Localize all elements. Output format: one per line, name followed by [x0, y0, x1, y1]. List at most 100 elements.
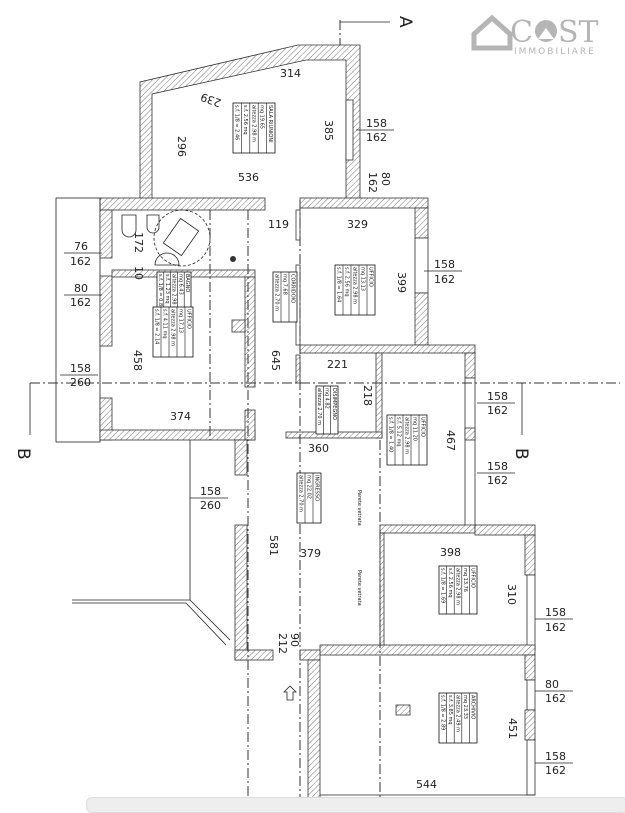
dimension-label: 360: [308, 442, 329, 455]
room-info: altezza 2.98 m: [250, 105, 256, 142]
room-info: mq 23.33: [462, 695, 468, 719]
room-label-box: [334, 264, 376, 316]
svg-text:C: C: [510, 15, 533, 50]
room-info: mq 13.13: [359, 267, 365, 291]
room-name: ARCHIVIO: [470, 695, 476, 719]
room-info: s.f. 5.12 mq: [395, 417, 401, 447]
dimension-label: 260: [70, 376, 91, 389]
dimension-label: 544: [416, 778, 437, 791]
section-lines: [29, 20, 620, 800]
dimension-label: 119: [268, 218, 289, 231]
room-info: mq 17.13: [177, 309, 183, 333]
section-b-right-label: B: [511, 448, 531, 460]
room-name: DISIMPEGNO: [331, 388, 337, 420]
dimension-label: 645: [269, 350, 282, 371]
room-info: altezza 2.98 m: [169, 309, 175, 346]
dimension-label: 158: [487, 460, 508, 473]
dimension-label: 158: [200, 485, 221, 498]
dimension-label: 398: [440, 546, 461, 559]
room-label-box: [232, 102, 276, 154]
room-info: mq 13.76: [462, 568, 468, 592]
dimension-label: 158: [545, 606, 566, 619]
room-info: s.f. 2.56 mq: [242, 105, 248, 135]
room-name: BAGNO: [184, 274, 190, 292]
dimension-label: 162: [487, 404, 508, 417]
dimension-label: 158: [366, 117, 387, 130]
room-label-box: [438, 692, 478, 744]
room-label-box: [296, 472, 322, 524]
room-label-box: [272, 271, 298, 323]
dimension-label: 212: [276, 633, 289, 654]
dimension-label: 221: [327, 358, 348, 371]
room-info: altezza 2.98 m: [454, 568, 460, 605]
bathroom-fixtures: [121, 209, 236, 267]
dimension-label: 162: [366, 172, 379, 193]
dimension-label: 158: [487, 390, 508, 403]
dimension-label: 467: [444, 430, 457, 451]
room-label-box: [386, 414, 428, 466]
dimension-label: 162: [545, 621, 566, 634]
room-info: altezza 2.70 m: [297, 475, 303, 512]
dimension-label: 162: [487, 474, 508, 487]
room-info: mq 7.68: [281, 274, 287, 295]
dimension-label: 581: [267, 535, 280, 556]
room-name: UFFICIO: [470, 568, 476, 588]
room-info: altezza 2.98 m: [171, 274, 177, 311]
dimension-label: 239: [199, 90, 223, 109]
room-info: altezza 2.98 m: [351, 267, 357, 304]
dimension-label: 379: [300, 547, 321, 560]
glass-wall-note: Parete vetrata: [356, 570, 362, 606]
dimension-label: 310: [505, 584, 518, 605]
dimension-label: 158: [434, 258, 455, 271]
room-label-box: [152, 306, 194, 358]
room-name: INGRESSO: [313, 475, 319, 501]
dimension-label: 80: [74, 282, 88, 295]
dimension-label: 329: [347, 218, 368, 231]
room-label-box: [315, 385, 339, 435]
room-name: SALA RIUNIONI: [267, 105, 273, 143]
room-info: s.f. 1/8 = 2.89: [439, 695, 445, 730]
dimension-label: 80: [545, 678, 559, 691]
room-name: CORRIDOIO: [289, 274, 295, 303]
dimension-label: 80: [379, 172, 392, 186]
room-info: s.f. 1/8 = 1.40: [387, 417, 393, 452]
section-b-left-label: B: [13, 448, 33, 460]
room-info: mq 11.20: [411, 417, 417, 441]
room-name: UFFICIO: [419, 417, 425, 437]
dimension-label: 10: [132, 266, 145, 280]
dimension-label: 260: [200, 499, 221, 512]
dimension-label: 296: [175, 136, 188, 157]
room-info: s.f. 2.56 mq: [343, 267, 349, 297]
room-info: altezza 2.70 m: [273, 274, 279, 311]
room-info: s.f. 2.56 mq: [447, 568, 453, 598]
dimension-label: 162: [366, 131, 387, 144]
dimension-label: 158: [70, 362, 91, 375]
room-info: mq 22.02: [305, 475, 311, 499]
dimension-label: 451: [506, 718, 519, 739]
room-info: s.f. 1/8 = 1.69: [439, 568, 445, 603]
dimension-label: 90: [288, 633, 301, 647]
dimension-label: 158: [545, 750, 566, 763]
section-a-label: A: [395, 16, 415, 28]
dimension-label: 162: [70, 296, 91, 309]
dimension-label: 536: [238, 171, 259, 184]
room-info: mq 19.65: [259, 105, 265, 129]
dimension-label: 172: [132, 232, 145, 253]
dimension-label: 162: [70, 255, 91, 268]
footer-bar: [86, 797, 625, 813]
dimension-label: 162: [545, 692, 566, 705]
dimension-label: 374: [170, 410, 191, 423]
room-label-box: [156, 271, 192, 313]
room-name: UFFICIO: [185, 309, 191, 329]
room-info: s.f. 1/8 = 2.14: [153, 309, 159, 344]
svg-text:IMMOBILIARE: IMMOBILIARE: [514, 47, 596, 56]
room-info: s.f. 4.11 mq: [161, 309, 167, 339]
room-label-box: [438, 565, 478, 615]
